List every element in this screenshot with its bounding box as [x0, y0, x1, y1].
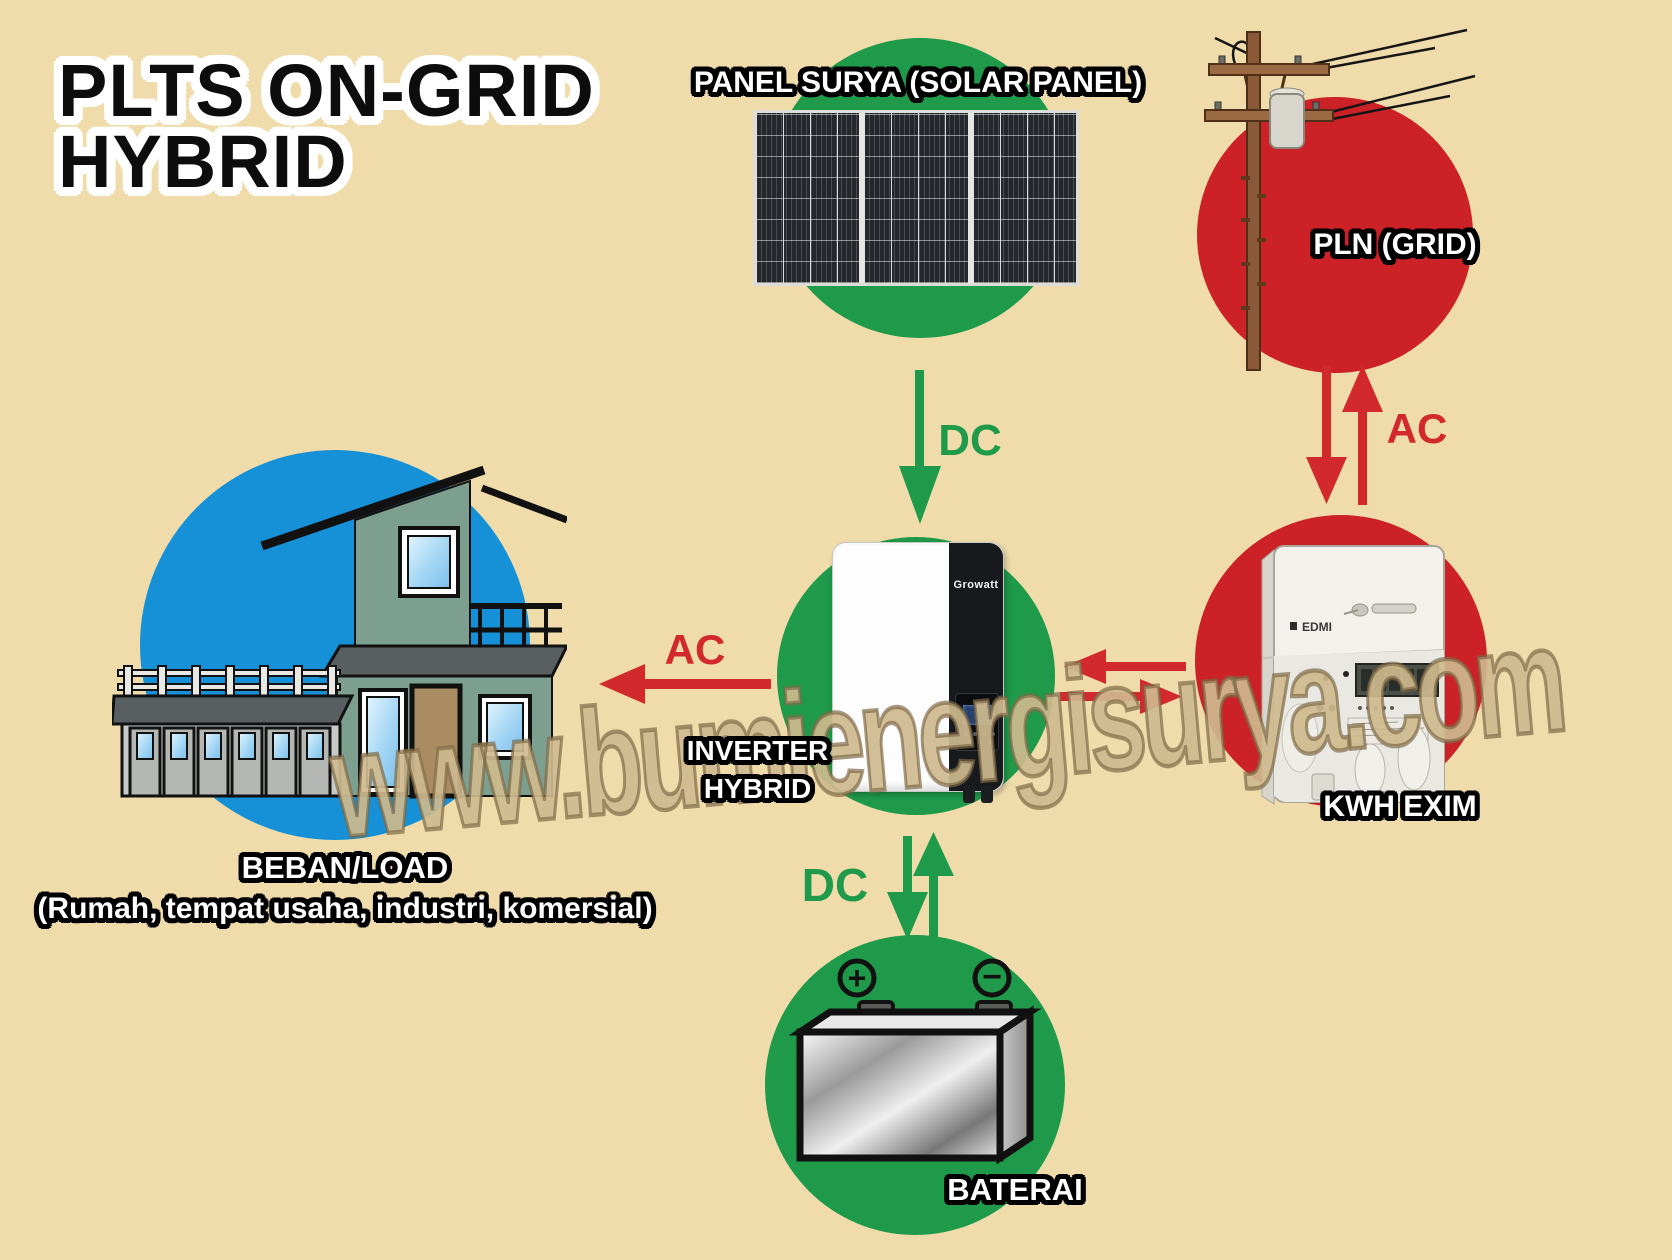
- page-title: PLTS ON-GRID HYBRID: [58, 49, 595, 204]
- solar-panel-illustration: [753, 110, 1079, 286]
- transformer: [1269, 93, 1305, 149]
- inverter-button: [964, 732, 968, 736]
- ac-flow-arrows-meter: [1060, 649, 1186, 714]
- crossarm-top: [1208, 63, 1330, 76]
- house-illustration: [112, 465, 567, 799]
- terminal-cover: [1354, 743, 1386, 797]
- kwh-exim-label: KWH EXIM: [1323, 790, 1477, 823]
- balcony-railing: [470, 603, 562, 646]
- inverter-lcd: [962, 704, 993, 726]
- battery-side: [996, 1005, 1034, 1165]
- positive-terminal-symbol: [837, 958, 877, 998]
- bottom-tab: [1311, 773, 1335, 801]
- inverter-label-line2: HYBRID: [703, 772, 812, 804]
- inverter-port: [981, 785, 993, 803]
- seal-bar: [1371, 603, 1417, 614]
- roof-beam: [260, 465, 486, 551]
- dc-flow-label-battery: DC: [801, 859, 869, 911]
- inverter-button: [973, 732, 977, 736]
- seal: [1351, 603, 1369, 617]
- solar-panel-label: PANEL SURYA (SOLAR PANEL): [693, 66, 1143, 99]
- terminal-cover: [1397, 725, 1431, 791]
- seal-wire: [1343, 609, 1359, 615]
- arrow-right: [1060, 679, 1182, 714]
- inverter-button: [978, 740, 982, 744]
- page-title-line1: PLTS ON-GRID: [58, 49, 595, 132]
- arrow-left: [599, 664, 771, 704]
- indicator-led: [1323, 675, 1329, 681]
- dc-flow-label-solar: DC: [938, 416, 1002, 465]
- pln-grid-circle: [1197, 97, 1473, 373]
- arrow-left: [1064, 649, 1186, 684]
- inverter-front-panel: Growatt: [949, 543, 1003, 803]
- ac-flow-label-grid: AC: [1386, 405, 1448, 452]
- plus-sign: +: [848, 960, 867, 996]
- meter-brand: EDMI: [1302, 620, 1332, 634]
- inverter-button: [982, 732, 986, 736]
- dc-flow-arrow-solar: [899, 370, 941, 524]
- dc-flow-arrows-battery: [887, 832, 954, 950]
- button-dots: [1358, 706, 1394, 710]
- power-pole-illustration: [1204, 28, 1476, 371]
- tall-window: [366, 696, 400, 788]
- page-title-line2: HYBRID: [58, 120, 348, 204]
- garage-doors: [128, 726, 332, 798]
- power-lines: [1214, 28, 1476, 122]
- inverter-label: INVERTER HYBRID: [650, 732, 865, 808]
- ac-flow-arrows-grid: [1306, 365, 1383, 505]
- front-door: [409, 683, 463, 799]
- battery-illustration: + −: [788, 958, 1042, 1165]
- load-sublabel: (Rumah, tempat usaha, industri, komersia…: [37, 892, 653, 925]
- battery-front: [796, 1028, 1004, 1162]
- inverter-button: [968, 740, 972, 744]
- brand-mark: [1290, 622, 1297, 630]
- load-label: BEBAN/LOAD: [241, 850, 449, 885]
- ac-flow-label-load: AC: [664, 626, 726, 673]
- inverter-button: [988, 740, 992, 744]
- pv-module: [864, 113, 968, 283]
- inverter-illustration: Growatt: [832, 542, 1004, 803]
- plate-line: [1351, 721, 1399, 725]
- garage-roof: [112, 694, 355, 726]
- arrow-up: [913, 832, 954, 950]
- pv-module: [972, 113, 1076, 283]
- pole-rungs: [1241, 176, 1266, 310]
- pole-mast: [1246, 31, 1261, 371]
- ac-flow-arrow-load: [599, 664, 771, 704]
- arrow-down: [887, 836, 928, 940]
- inverter-port: [963, 785, 975, 803]
- roof-beam-right: [480, 484, 567, 524]
- meter-dot: [1316, 704, 1324, 712]
- inverter-brand: Growatt: [953, 579, 999, 591]
- garage-railing: [117, 665, 341, 697]
- kwh-meter-illustration: EDMI: [1261, 545, 1445, 805]
- plate-line: [1351, 733, 1409, 737]
- arrow-up: [1342, 365, 1383, 505]
- lcd-digits: [1361, 669, 1428, 691]
- inverter-label-line1: INVERTER: [686, 735, 829, 766]
- inverter-button: [991, 732, 995, 736]
- arrow-down: [899, 370, 941, 524]
- pv-module: [756, 113, 860, 283]
- molded-bump: [1281, 703, 1319, 773]
- inverter-display: [955, 693, 999, 751]
- side-window: [486, 702, 524, 752]
- arrow-down: [1306, 366, 1347, 504]
- indicator-led: [1343, 671, 1349, 677]
- pln-grid-label: PLN (GRID): [1313, 228, 1477, 261]
- upper-window: [407, 535, 451, 589]
- battery-label: BATERAI: [947, 1172, 1083, 1207]
- minus-sign: −: [982, 958, 1002, 996]
- negative-terminal-symbol: [972, 958, 1012, 998]
- meter-dot: [1328, 704, 1336, 712]
